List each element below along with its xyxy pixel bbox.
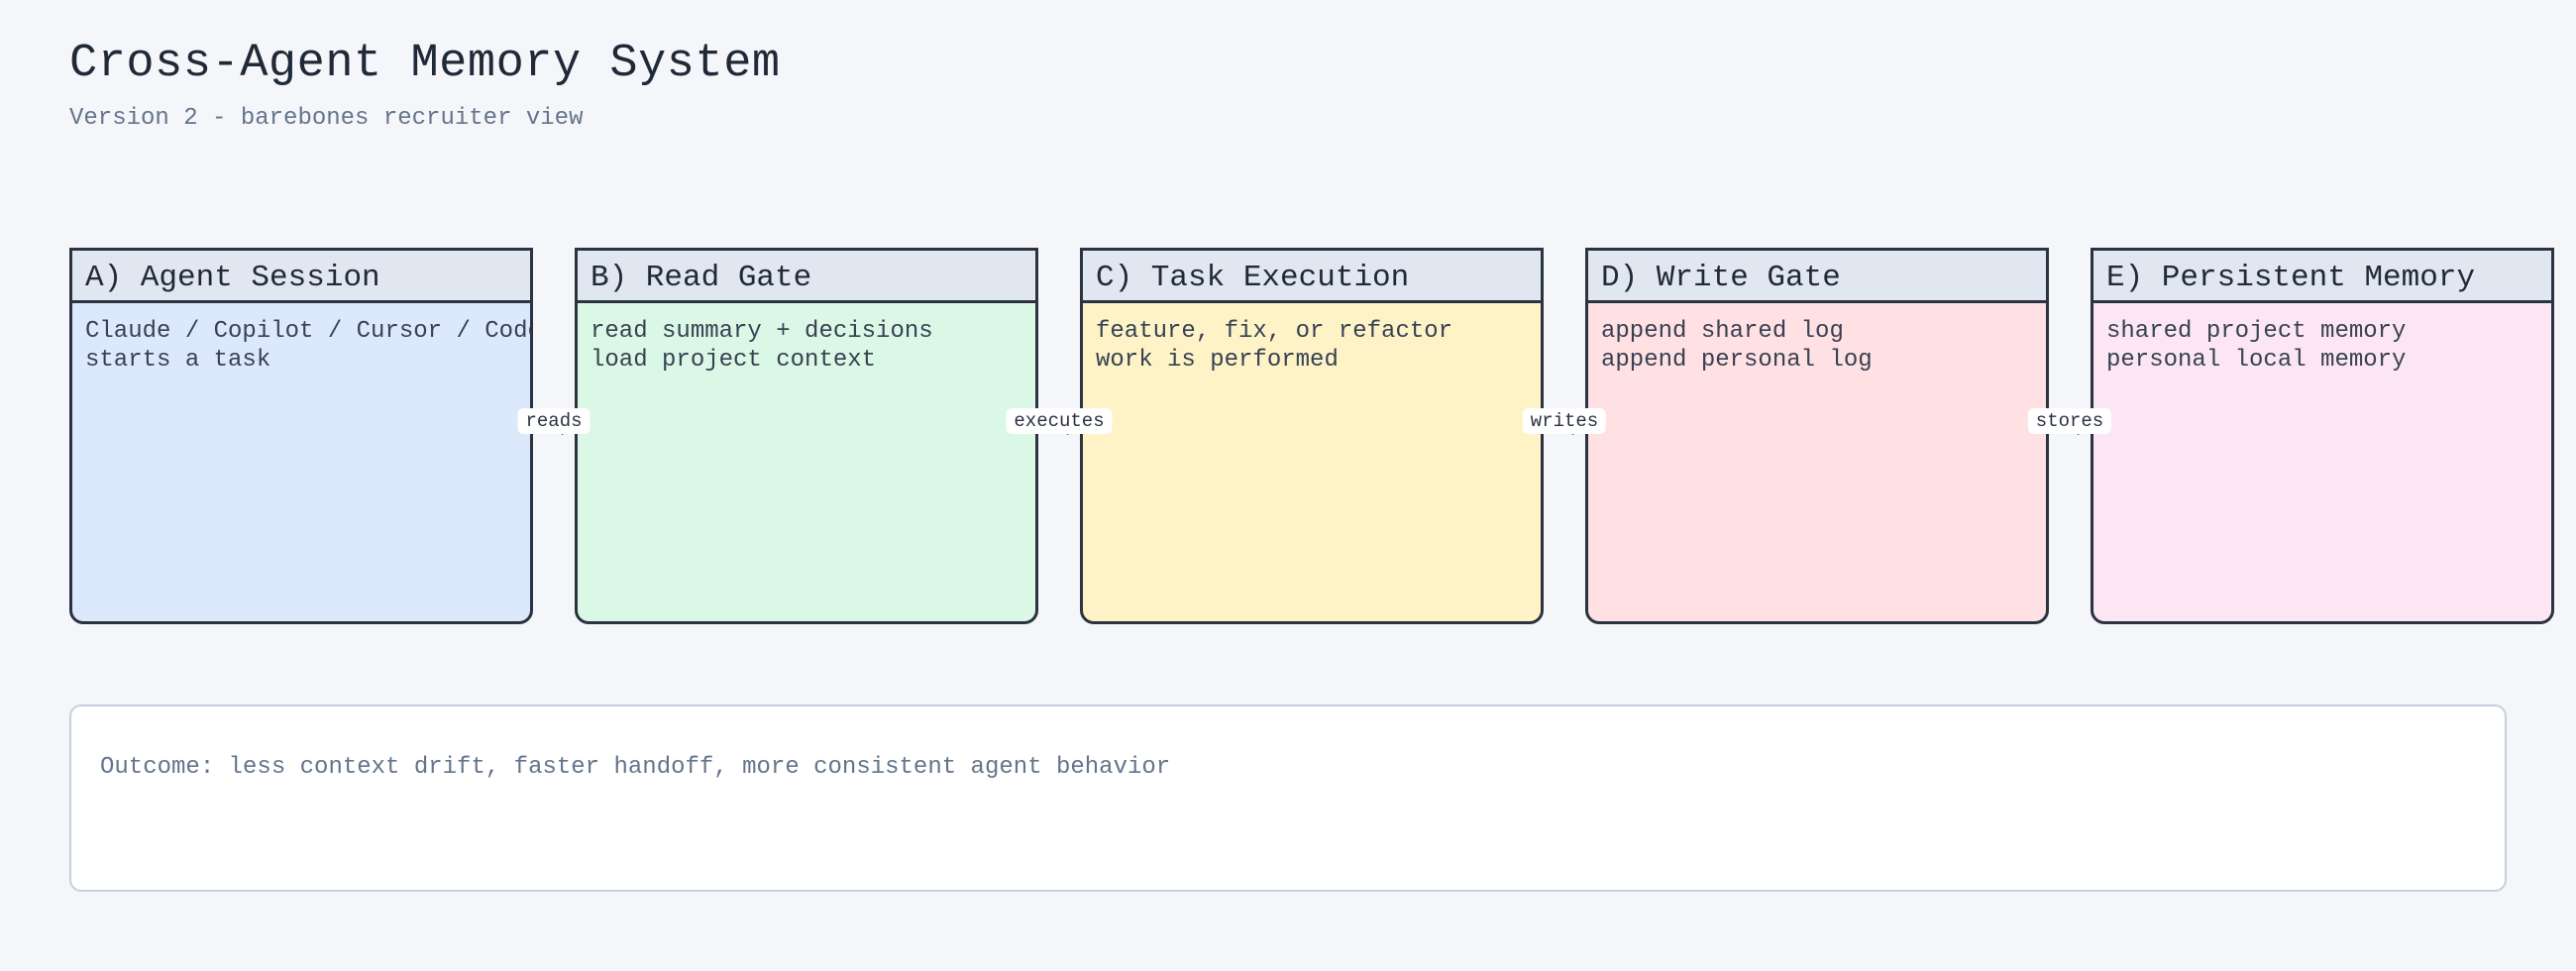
stage-line: append personal log [1601,347,1873,374]
stage-line: append shared log [1601,318,1844,345]
stage-description: feature, fix, or refactor work is perfor… [1083,303,1541,375]
stage-title: A) Agent Session [72,251,530,303]
stage-line: load project context [590,347,877,374]
stage-description: read summary + decisions load project co… [578,303,1035,375]
outcome-text: Outcome: less context drift, faster hand… [100,754,1171,781]
edge-label-executes: executes [1006,408,1113,434]
edge-label-reads: reads [517,408,590,434]
stage-line: feature, fix, or refactor [1096,318,1453,345]
stage-read-gate: B) Read Gate read summary + decisions lo… [575,248,1038,624]
stage-line: read summary + decisions [590,318,933,345]
stage-line: work is performed [1096,347,1339,374]
stage-description: append shared log append personal log [1588,303,2046,375]
stage-title: C) Task Execution [1083,251,1541,303]
stage-line: starts a task [85,347,271,374]
page-subtitle: Version 2 - barebones recruiter view [69,105,584,132]
page-title: Cross-Agent Memory System [69,38,781,90]
stage-title: B) Read Gate [578,251,1035,303]
stage-task-execution: C) Task Execution feature, fix, or refac… [1080,248,1544,624]
stage-line: shared project memory [2106,318,2407,345]
stage-line: personal local memory [2106,347,2407,374]
edge-label-writes: writes [1522,408,1607,434]
outcome-panel: Outcome: less context drift, faster hand… [69,704,2507,892]
stage-line: Claude / Copilot / Cursor / Code [85,318,533,345]
stage-description: Claude / Copilot / Cursor / Code starts … [72,303,530,375]
stage-title: D) Write Gate [1588,251,2046,303]
stage-agent-session: A) Agent Session Claude / Copilot / Curs… [69,248,533,624]
edge-label-stores: stores [2027,408,2112,434]
stage-description: shared project memory personal local mem… [2093,303,2551,375]
stage-persistent-memory: E) Persistent Memory shared project memo… [2091,248,2554,624]
stage-write-gate: D) Write Gate append shared log append p… [1585,248,2049,624]
stage-title: E) Persistent Memory [2093,251,2551,303]
